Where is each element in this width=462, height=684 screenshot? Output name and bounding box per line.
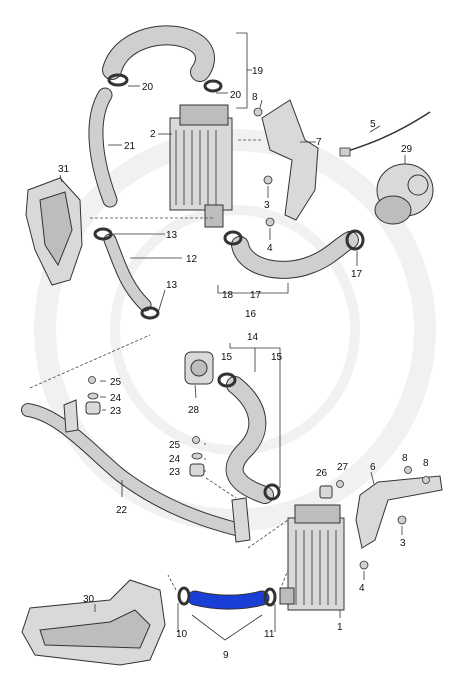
- label-2: 2: [150, 129, 156, 140]
- label-27: 27: [337, 462, 349, 473]
- bolt-8-upper: [253, 107, 263, 117]
- air-guide-31: [25, 177, 83, 286]
- nut-4-upper: [265, 217, 275, 227]
- clamp-20-left: [107, 73, 129, 87]
- label-10: 10: [176, 629, 188, 640]
- clamp-20-right: [203, 79, 223, 93]
- label-20b: 20: [230, 90, 242, 101]
- hose-12: [103, 233, 152, 312]
- clamp-17-left: [223, 230, 243, 246]
- label-22: 22: [116, 505, 128, 516]
- clamp-13-bottom: [140, 306, 160, 320]
- label-11: 11: [264, 629, 275, 640]
- label-1: 1: [337, 622, 343, 633]
- intercooler-1: [279, 504, 345, 611]
- label-15b: 15: [271, 352, 283, 363]
- label-31: 31: [58, 164, 70, 175]
- clamp-10: [177, 586, 191, 606]
- hose-19: [102, 25, 215, 82]
- label-24a: 24: [110, 393, 122, 404]
- intercooler-2: [169, 104, 233, 228]
- bracket-6: [355, 475, 443, 549]
- clamp-15-upper: [217, 372, 237, 388]
- label-14: 14: [247, 332, 259, 343]
- screw-27: [336, 480, 344, 488]
- clip-26: [319, 485, 333, 499]
- label-4b: 4: [359, 583, 365, 594]
- hose-9-highlighted: [187, 590, 270, 610]
- label-17b: 17: [250, 290, 262, 301]
- label-3a: 3: [264, 200, 270, 211]
- label-6: 6: [370, 462, 376, 473]
- bracket-7: [261, 99, 319, 221]
- label-23a: 23: [110, 406, 122, 417]
- label-15a: 15: [221, 352, 233, 363]
- label-19: 19: [252, 66, 264, 77]
- label-8a: 8: [252, 92, 258, 103]
- label-25b: 25: [169, 440, 181, 451]
- connector-28: [184, 351, 214, 385]
- nut-4-lower: [359, 560, 369, 570]
- label-26: 26: [316, 468, 328, 479]
- label-23b: 23: [169, 467, 181, 478]
- bolt-8-lower-left: [404, 466, 412, 474]
- label-20a: 20: [142, 82, 154, 93]
- label-24b: 24: [169, 454, 181, 465]
- nut-3-lower: [397, 515, 407, 525]
- bolt-25-upper: [88, 376, 96, 384]
- label-16: 16: [245, 309, 257, 320]
- hose-21: [88, 87, 118, 208]
- label-21: 21: [124, 141, 136, 152]
- mount-23-upper: [85, 401, 101, 415]
- label-18: 18: [222, 290, 234, 301]
- clamp-11: [263, 587, 277, 607]
- washer-24-lower: [191, 452, 203, 460]
- bolt-8-lower-right: [422, 476, 430, 484]
- hose-18: [231, 231, 359, 279]
- label-8c: 8: [423, 458, 429, 469]
- nut-3-upper: [263, 175, 273, 185]
- clamp-13-top: [93, 227, 113, 241]
- label-29: 29: [401, 144, 413, 155]
- label-8b: 8: [402, 453, 408, 464]
- bolt-25-lower: [192, 436, 200, 444]
- clamp-15-lower: [263, 483, 281, 501]
- air-guide-30: [21, 579, 166, 666]
- turbocharger-29: [374, 163, 434, 225]
- washer-24-upper: [87, 392, 99, 400]
- label-12: 12: [186, 254, 198, 265]
- label-17a: 17: [351, 269, 363, 280]
- label-13b: 13: [166, 280, 178, 291]
- label-13a: 13: [166, 230, 178, 241]
- label-9: 9: [223, 650, 229, 661]
- label-5: 5: [370, 119, 376, 130]
- hose-14: [225, 376, 274, 504]
- label-30: 30: [83, 594, 95, 605]
- charge-pipe-22: [21, 399, 251, 543]
- label-25a: 25: [110, 377, 122, 388]
- part-labels: 19 20 20 8 5 2 7 21 29 31 3 13 4 12 17 1…: [58, 66, 429, 661]
- label-4a: 4: [267, 243, 273, 254]
- clamp-17-right: [345, 229, 365, 251]
- leaders-lower: [29, 334, 403, 641]
- sensor-5: [339, 111, 431, 157]
- mount-23-lower: [189, 463, 205, 477]
- label-3b: 3: [400, 538, 406, 549]
- leaders-upper: [59, 32, 406, 314]
- label-7: 7: [316, 137, 322, 148]
- label-28: 28: [188, 405, 200, 416]
